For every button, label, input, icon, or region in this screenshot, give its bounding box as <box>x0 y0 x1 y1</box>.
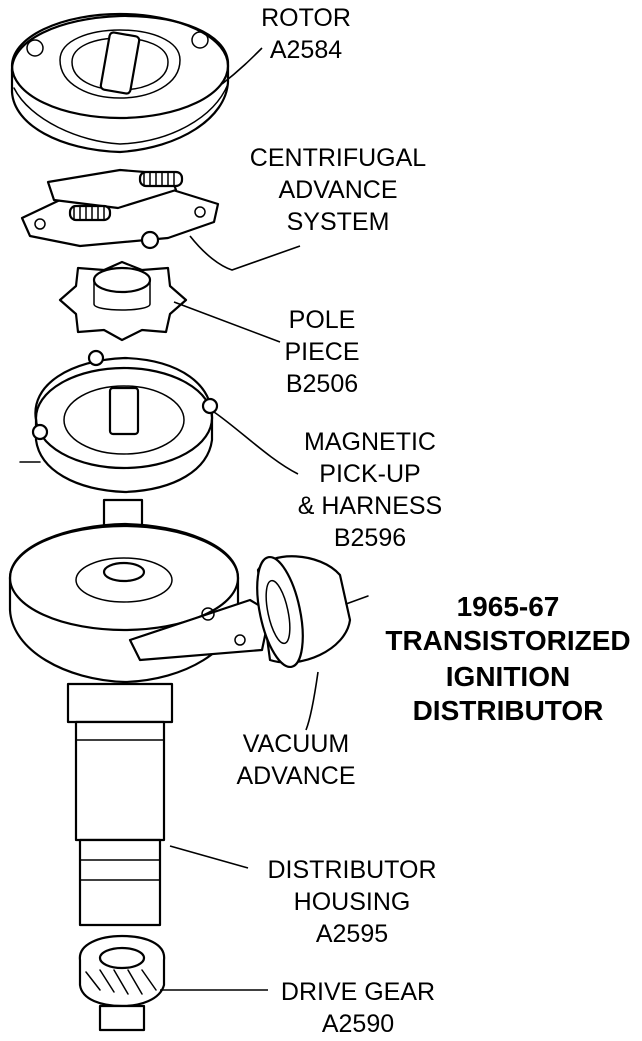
vacuum-advance-drawing <box>256 555 369 669</box>
centrifugal-advance-drawing <box>20 168 220 250</box>
leader-lines <box>160 47 319 991</box>
title-line4: DISTRIBUTOR <box>413 695 604 726</box>
vacuum-line2: ADVANCE <box>236 762 355 790</box>
housing-line2: HOUSING <box>294 888 411 916</box>
housing-number: A2595 <box>316 920 388 948</box>
centrifugal-line2: ADVANCE <box>278 176 397 204</box>
label-vacuum-advance: VACUUM ADVANCE <box>236 730 355 790</box>
pickup-line3: & HARNESS <box>298 492 442 520</box>
label-rotor: ROTOR A2584 <box>261 4 351 64</box>
pickup-line2: PICK-UP <box>319 460 420 488</box>
pole-piece-line2: PIECE <box>284 338 359 366</box>
pickup-line1: MAGNETIC <box>304 428 436 456</box>
drive-gear-number: A2590 <box>322 1010 394 1038</box>
drive-gear-drawing <box>78 934 166 1032</box>
title-line1: 1965-67 <box>457 591 560 622</box>
pole-piece-number: B2506 <box>286 370 358 398</box>
label-distributor-housing: DISTRIBUTOR HOUSING A2595 <box>268 856 437 948</box>
title-line2: TRANSISTORIZED <box>385 625 630 656</box>
rotor-name: ROTOR <box>261 4 351 32</box>
pole-piece-line1: POLE <box>289 306 356 334</box>
rotor-number: A2584 <box>270 36 342 64</box>
housing-line1: DISTRIBUTOR <box>268 856 437 884</box>
distributor-housing-drawing <box>8 498 272 927</box>
label-drive-gear: DRIVE GEAR A2590 <box>281 978 435 1038</box>
pole-piece-drawing <box>58 260 188 342</box>
title-line3: IGNITION <box>446 661 570 692</box>
label-centrifugal-advance: CENTRIFUGAL ADVANCE SYSTEM <box>250 144 427 236</box>
diagram-title: 1965-67 TRANSISTORIZED IGNITION DISTRIBU… <box>385 591 630 726</box>
pickup-number: B2596 <box>334 524 406 552</box>
label-magnetic-pickup: MAGNETIC PICK-UP & HARNESS B2596 <box>298 428 442 552</box>
vacuum-line1: VACUUM <box>243 730 349 758</box>
centrifugal-line3: SYSTEM <box>287 208 390 236</box>
magnetic-pickup-drawing <box>19 349 219 494</box>
label-pole-piece: POLE PIECE B2506 <box>284 306 359 398</box>
rotor-drawing <box>10 12 230 154</box>
centrifugal-line1: CENTRIFUGAL <box>250 144 427 172</box>
drive-gear-line1: DRIVE GEAR <box>281 978 435 1006</box>
